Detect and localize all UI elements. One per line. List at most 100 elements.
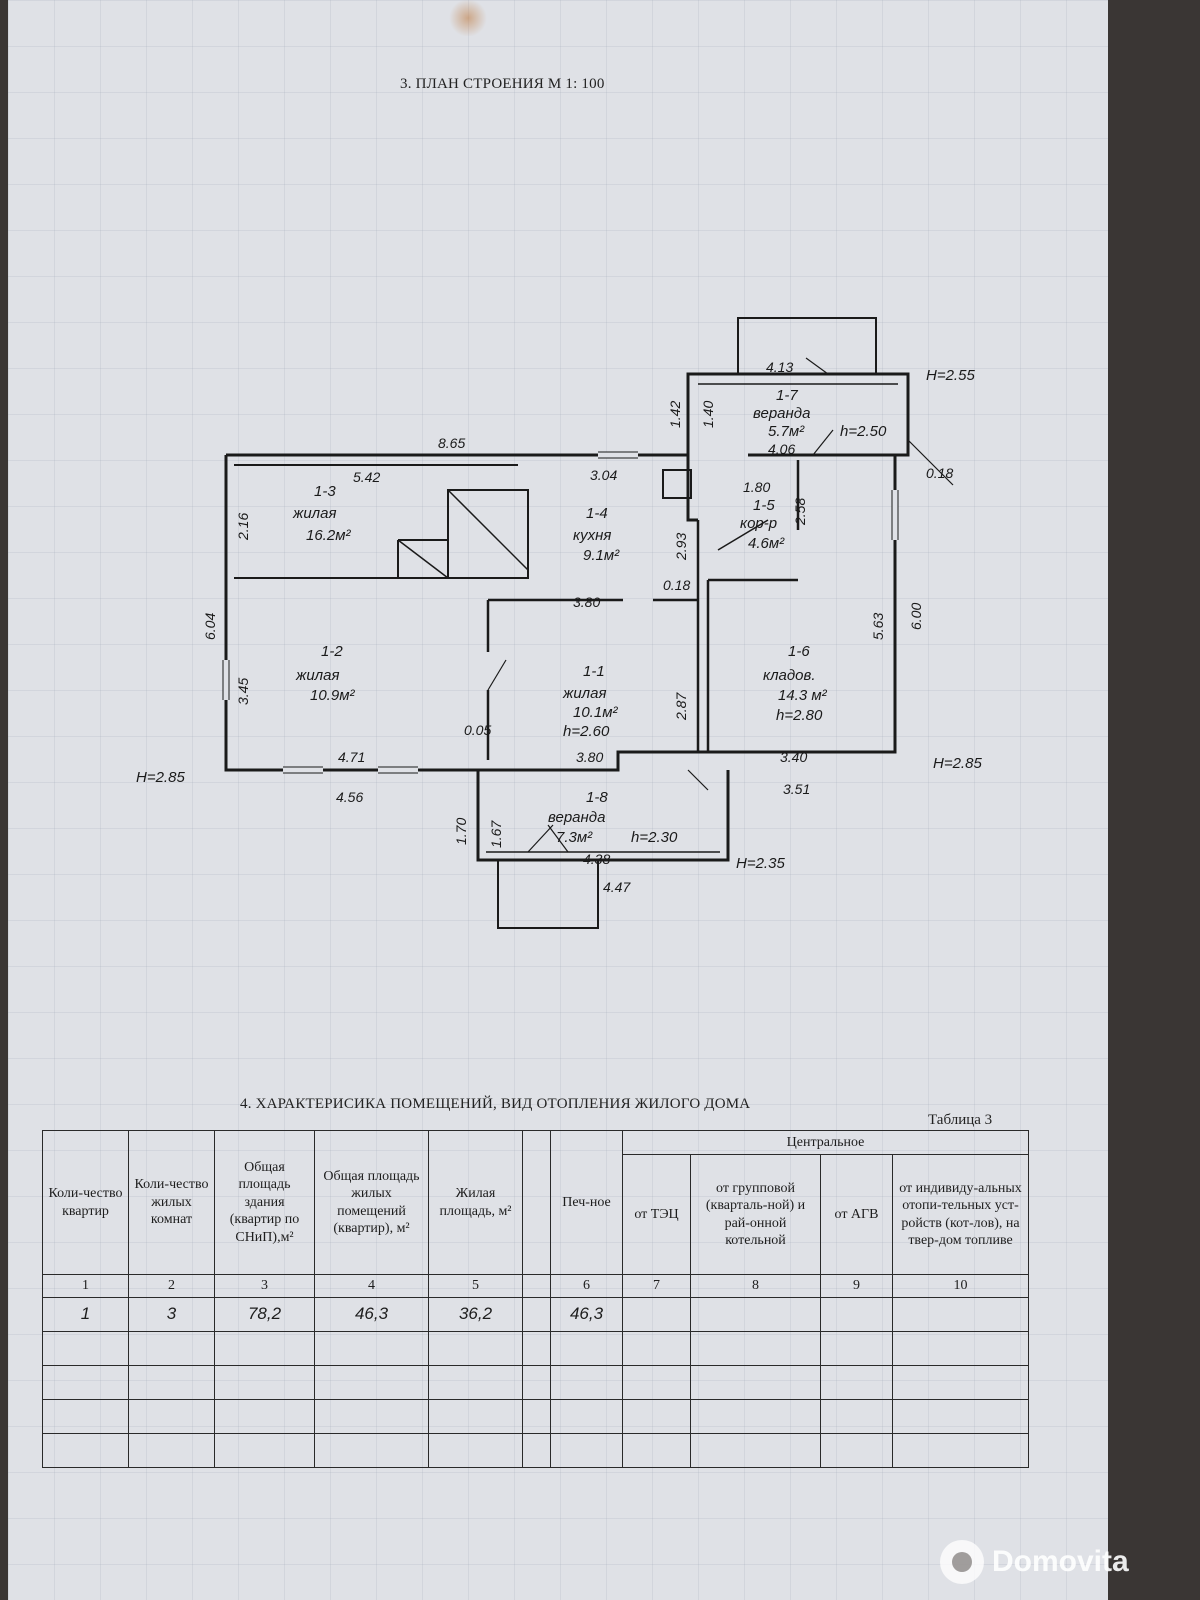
table-cell: [42, 1432, 129, 1468]
table-cell: [214, 1398, 315, 1434]
room-label-1-2-area: 10.9м²: [310, 687, 355, 704]
table-cell: [42, 1330, 129, 1366]
room-label-1-5-id: 1-5: [753, 497, 775, 514]
table-cell: [314, 1330, 429, 1366]
table-cell: [128, 1432, 215, 1468]
table-cell: [820, 1398, 893, 1434]
column-number: [522, 1274, 551, 1298]
dim-label: 3.80: [576, 749, 603, 765]
domovita-logo-icon: [940, 1540, 984, 1584]
dim-label: 4.06: [768, 441, 795, 457]
room-label-1-4-area: 9.1м²: [583, 547, 620, 564]
header-cell: Жилая площадь, м²: [428, 1130, 523, 1275]
room-label-1-6-area: 14.3 м²: [778, 687, 828, 704]
table-cell: [622, 1330, 691, 1366]
table-cell: [214, 1432, 315, 1468]
room-label-1-8-area: 7.3м²: [556, 829, 593, 846]
room-label-1-8-name: веранда: [548, 809, 605, 826]
room-label-1-2-id: 1-2: [321, 643, 343, 660]
table-cell: [314, 1364, 429, 1400]
table-cell: [622, 1296, 691, 1332]
dim-label: 1.67: [488, 820, 504, 848]
room-label-1-3-name: жилая: [292, 505, 336, 522]
document-sheet: 3. ПЛАН СТРОЕНИЯ М 1: 100: [8, 0, 1108, 1600]
table-cell: [820, 1364, 893, 1400]
room-label-1-7-id: 1-7: [776, 387, 798, 404]
table-cell: [522, 1432, 551, 1468]
dim-label: 2.93: [673, 533, 689, 561]
table-cell: [622, 1364, 691, 1400]
dim-label: 4.56: [336, 789, 363, 805]
table-cell: [550, 1364, 623, 1400]
room-label-1-1-height: h=2.60: [563, 723, 610, 740]
dim-label: 2.87: [673, 692, 689, 721]
table-cell: [42, 1364, 129, 1400]
room-label-1-1-id: 1-1: [583, 663, 605, 680]
column-number: 2: [128, 1274, 215, 1298]
table-cell: 36,2: [428, 1296, 523, 1332]
height-mark: H=2.55: [926, 367, 975, 384]
watermark-text: Domovita: [992, 1545, 1129, 1578]
table-cell: 3: [128, 1296, 215, 1332]
table-cell: [690, 1432, 821, 1468]
room-label-1-2-name: жилая: [295, 667, 339, 684]
dim-label: 4.13: [766, 359, 793, 375]
table-cell: [622, 1398, 691, 1434]
table-row: [42, 1432, 1030, 1468]
dim-label: 4.38: [583, 851, 610, 867]
dim-label: 3.80: [573, 594, 600, 610]
dim-label: 1.42: [667, 401, 683, 428]
table-cell: [522, 1364, 551, 1400]
plan-title: 3. ПЛАН СТРОЕНИЯ М 1: 100: [400, 76, 605, 92]
table-cell: [428, 1330, 523, 1366]
room-label-1-7-name: веранда: [753, 405, 810, 422]
table-cell: [214, 1330, 315, 1366]
table-row: [42, 1364, 1030, 1400]
header-cell: [522, 1130, 551, 1275]
header-cell: Общая площадь здания (квартир по СНиП),м…: [214, 1130, 315, 1275]
table-cell: [690, 1330, 821, 1366]
table-cell: [690, 1398, 821, 1434]
table-cell: [214, 1364, 315, 1400]
dim-label: 5.63: [870, 613, 886, 640]
dim-label: 0.18: [926, 465, 953, 481]
table-cell: [820, 1432, 893, 1468]
table-cell: [522, 1330, 551, 1366]
room-label-1-6-id: 1-6: [788, 643, 810, 660]
floor-plan: 1-3 жилая 16.2м² 1-4 кухня 9.1м² 1-5 кор…: [136, 317, 982, 929]
dim-label: 6.00: [908, 603, 924, 630]
table-cell: 46,3: [550, 1296, 623, 1332]
domovita-watermark: Domovita: [940, 1540, 1129, 1584]
paper-stain: [448, 0, 488, 36]
table-cell: 78,2: [214, 1296, 315, 1332]
table-number: Таблица 3: [928, 1112, 993, 1128]
table-cell: [314, 1398, 429, 1434]
column-number: 4: [314, 1274, 429, 1298]
table-cell: [550, 1432, 623, 1468]
table-cell: [128, 1330, 215, 1366]
column-number: 5: [428, 1274, 523, 1298]
table-cell: [891, 1432, 1030, 1468]
dim-label: 1.70: [453, 818, 469, 845]
room-label-1-5-area: 4.6м²: [748, 535, 785, 552]
header-cell: от групповой (кварталь-ной) и рай-онной …: [690, 1154, 821, 1275]
table-cell: [314, 1432, 429, 1468]
table-cell: [891, 1296, 1030, 1332]
column-number: 1: [42, 1274, 129, 1298]
table-cell: [42, 1398, 129, 1434]
table-cell: [128, 1398, 215, 1434]
room-label-1-3-area: 16.2м²: [306, 527, 351, 544]
table-row: [42, 1398, 1030, 1434]
room-label-1-8-height: h=2.30: [631, 829, 678, 846]
dim-label: 0.05: [464, 722, 491, 738]
table-row: [42, 1330, 1030, 1366]
header-cell: Общая площадь жилых помещений (квартир),…: [314, 1130, 429, 1275]
height-mark: H=2.85: [933, 755, 982, 772]
table-cell: [428, 1398, 523, 1434]
room-label-1-6-height: h=2.80: [776, 707, 823, 724]
height-mark: H=2.85: [136, 769, 185, 786]
dim-label: 2.16: [235, 513, 251, 541]
column-number: 9: [820, 1274, 893, 1298]
dim-label: 3.45: [235, 678, 251, 705]
table-cell: [820, 1296, 893, 1332]
